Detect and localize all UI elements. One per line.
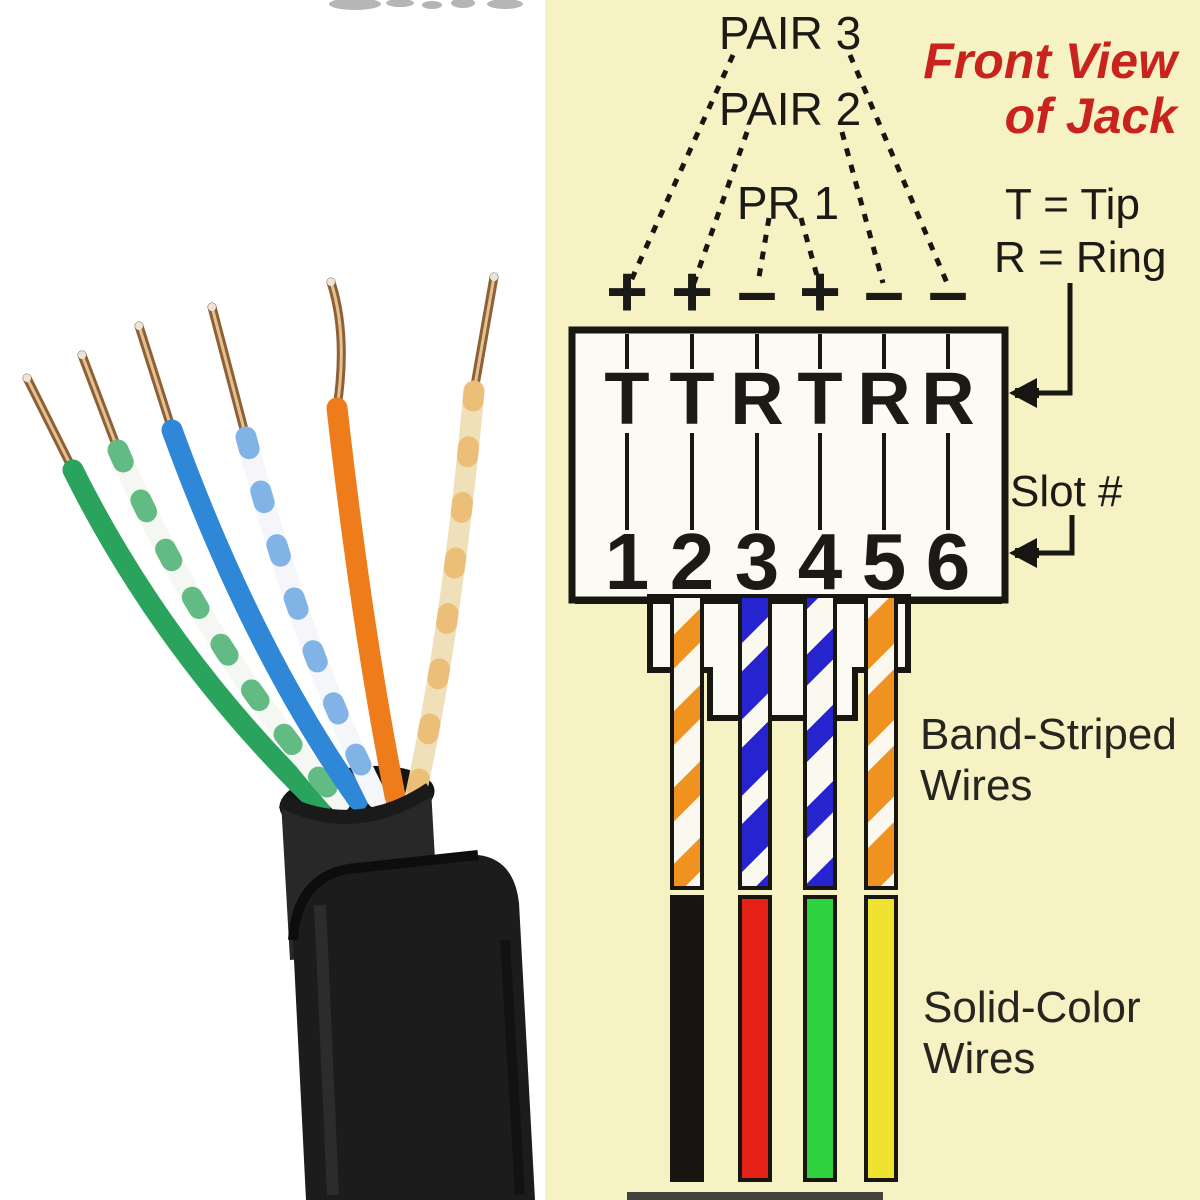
terminal-letter-4: T — [797, 357, 843, 440]
slot-number-label: Slot # — [1010, 467, 1123, 516]
cable-photo — [0, 0, 545, 1200]
terminal-letter-1: T — [604, 357, 650, 440]
photo-wire-orange — [326, 277, 406, 807]
photo-wire-green — [22, 373, 331, 816]
polarity-sign-6: – — [927, 252, 969, 332]
slot-number-6: 6 — [925, 517, 971, 606]
solid-wire-yellow — [864, 895, 898, 1182]
polarity-sign-4: + — [798, 252, 842, 332]
solid-wire-red — [738, 895, 772, 1182]
pair3-left-line — [627, 53, 736, 285]
jack-diagram-panel: PAIR 3 PAIR 2 PR 1 Front View of Jack T … — [545, 0, 1200, 1200]
tip-ring-callout-arrow — [1009, 283, 1073, 408]
solid-color-wires — [670, 895, 898, 1182]
tip-legend: T = Tip — [1005, 180, 1140, 229]
band-striped-label-line2: Wires — [920, 761, 1033, 810]
front-view-title-line2: of Jack — [1004, 88, 1177, 144]
pair1-right-line — [798, 217, 822, 284]
striped-wire-orange-white — [864, 594, 898, 890]
pair1-left-line — [755, 217, 772, 284]
slot-number-4: 4 — [797, 517, 843, 606]
polarity-sign-3: – — [736, 252, 778, 332]
pair2-label: PAIR 2 — [718, 83, 862, 135]
jack-bottom-edge — [575, 597, 1002, 604]
front-view-title-line1: Front View — [923, 33, 1177, 89]
slot-number-3: 3 — [734, 517, 780, 606]
photo-wire-blue — [134, 321, 369, 811]
photo-wires — [22, 272, 499, 816]
cable-photo-panel — [0, 0, 545, 1200]
jack-body — [568, 326, 1009, 604]
jack-diagram-graphics — [568, 53, 1075, 1200]
solid-color-label-line2: Wires — [923, 1034, 1036, 1083]
photo-wire-white-blue — [207, 302, 388, 809]
solid-color-label: Solid-Color Wires — [923, 982, 1141, 1084]
striped-wire-blue-white — [738, 594, 772, 890]
pair1-label: PR 1 — [736, 177, 840, 229]
bottom-crop-bar — [627, 1192, 883, 1200]
terminal-letter-2: T — [669, 357, 715, 440]
pair3-right-line — [847, 54, 950, 284]
slot-number-callout-arrow — [1009, 515, 1075, 568]
solid-color-label-line1: Solid-Color — [923, 983, 1141, 1032]
pair3-label: PAIR 3 — [718, 7, 862, 59]
polarity-sign-1: + — [605, 252, 649, 332]
band-striped-label: Band-Striped Wires — [920, 709, 1177, 811]
solid-wire-black — [670, 895, 704, 1182]
ring-legend: R = Ring — [994, 233, 1167, 282]
striped-wire-white-orange — [670, 594, 704, 890]
terminal-letter-3: R — [730, 357, 784, 440]
cable-jacket — [288, 850, 535, 1200]
photo-wire-white-green — [77, 350, 351, 813]
polarity-sign-2: + — [670, 252, 714, 332]
slot-number-2: 2 — [669, 517, 715, 606]
scan-smudges — [329, 0, 523, 10]
slot-number-1: 1 — [604, 517, 650, 606]
striped-wire-white-blue — [803, 594, 837, 890]
slot-contact-lines — [625, 334, 950, 530]
slot-number-5: 5 — [861, 517, 907, 606]
polarity-sign-5: – — [863, 252, 905, 332]
terminal-letter-6: R — [921, 357, 975, 440]
pair-connector-lines — [627, 53, 950, 285]
band-striped-label-line1: Band-Striped — [920, 710, 1177, 759]
terminal-letter-5: R — [857, 357, 911, 440]
photo-wire-white-orange — [404, 272, 499, 809]
front-view-title: Front View of Jack — [923, 34, 1177, 144]
solid-wire-green — [803, 895, 837, 1182]
band-striped-wires — [670, 594, 898, 890]
